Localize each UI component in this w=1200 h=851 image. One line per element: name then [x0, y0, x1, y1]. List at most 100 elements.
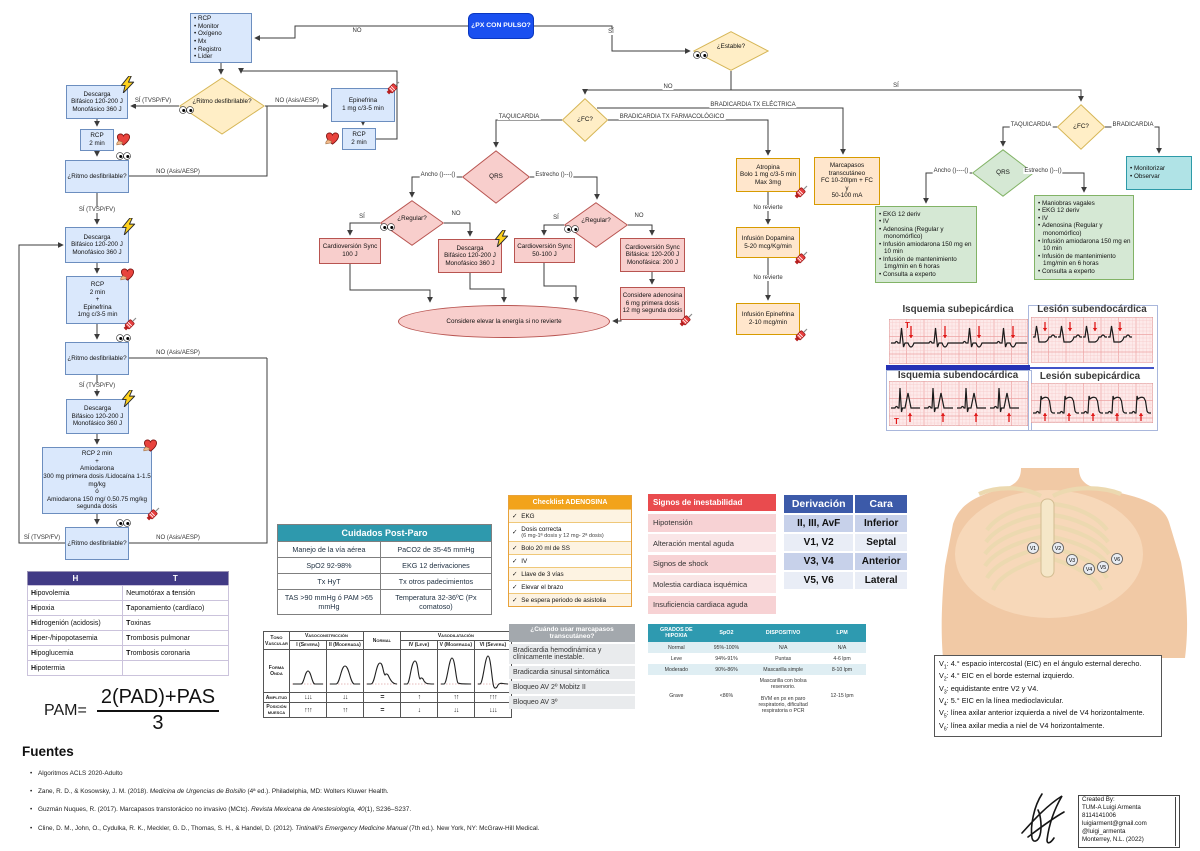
edge-label: SÍ: [358, 214, 366, 220]
waveform-cell: [473, 649, 512, 693]
eyes-icon: [564, 224, 628, 233]
syringe-icon: [122, 315, 139, 332]
cpr-icon: [119, 267, 136, 282]
edge-label: TAQUICARDIA: [497, 114, 541, 120]
edge-label: Estrecho ()--(): [1023, 168, 1063, 174]
svg-text:T: T: [894, 417, 899, 426]
check-icon: ✓: [512, 528, 518, 536]
ht-cell: [122, 660, 229, 676]
fuente-item: •Guzmán Nuques, R. (2017). Marcapasos tr…: [30, 806, 412, 813]
hipoxia-cell: 4-6 lpm: [833, 655, 851, 662]
ekg-strip-t_tall: T: [889, 381, 1028, 426]
credit-line: 8114141006: [1082, 812, 1116, 820]
checklist-item: ✓Elevar el brazo: [509, 580, 631, 593]
hipoxia-cell: 95%-100%: [704, 642, 749, 653]
ht-header: T: [122, 571, 229, 586]
ht-cell: Taponamiento (cardíaco): [122, 600, 229, 616]
waveform-cell: [399, 649, 438, 693]
flow-node-ritmo-desfibrilable-3: ¿Ritmo desfibrilable?: [65, 334, 131, 375]
derivacion-cell: V1, V2: [784, 534, 854, 551]
hipoxia-cell: Mascarilla simple: [748, 664, 819, 675]
check-icon: ✓: [512, 512, 518, 520]
inestabilidad-item: Hipotensión: [648, 513, 776, 532]
flow-node-rcp-list: • RCP• Monitor• Oxígeno• Mx• Registro• L…: [190, 13, 252, 63]
flow-node-regular-2: ¿Regular?: [564, 202, 628, 248]
hipoxia-header: DISPOSITIVO: [748, 624, 819, 642]
checklist-item: ✓Bolo 20 ml de SS: [509, 541, 631, 554]
flow-node-label: ¿Ritmo desfibrilable?: [179, 98, 265, 114]
eyes-icon: [116, 519, 131, 527]
flow-node-regular-1: ¿Regular?: [380, 200, 444, 246]
cpr-icon: [115, 132, 132, 147]
ht-cell: Neumotórax a tensión: [122, 585, 229, 601]
edge-label: Ancho ()----(): [419, 172, 457, 178]
derivacion-cell: V5, V6: [784, 572, 854, 589]
svg-text:V2: V2: [1055, 546, 1061, 552]
waveform-cell: [436, 649, 475, 693]
flow-node-ritmo-desfibrilable-2: ¿Ritmo desfibrilable?: [65, 152, 131, 193]
edge-label: NO: [351, 28, 363, 34]
edge-label: SÍ: [892, 83, 900, 89]
edge-label: NO (Asis/AESP): [274, 98, 320, 104]
edge-label: NO (Asis/AESP): [155, 350, 201, 356]
adenosina-checklist: Checklist ADENOSINA✓EKG✓Dosis correcta(6…: [508, 495, 632, 607]
checklist-item: ✓Se espera periodo de asistolia: [509, 593, 631, 606]
pam-label: PAM=: [44, 701, 87, 719]
eyes-icon: [116, 334, 131, 342]
edge-label: BRADICARDIA: [1111, 122, 1155, 128]
derivacion-header: Derivación: [784, 495, 854, 513]
hipoxia-cell: 12-15 lpm: [830, 692, 854, 699]
lead-info-line: V1: 4.° espacio intercostal (EIC) en el …: [939, 659, 1142, 671]
credit-line: TUM-A Luigi Armenta: [1082, 804, 1141, 812]
flow-node-taquicardia-estrecho-tx: • Maniobras vagales• EKG 12 deriv• IV• A…: [1034, 195, 1134, 280]
waveform-cell: [325, 649, 364, 693]
edge-label: NO: [633, 213, 645, 219]
inestabilidad-item: Molestia cardiaca isquémica: [648, 575, 776, 593]
check-icon: ✓: [512, 557, 518, 565]
flow-node-qrs-2: QRS: [972, 149, 1034, 197]
svg-text:V4: V4: [1086, 567, 1092, 573]
svg-text:V1: V1: [1030, 546, 1036, 552]
flow-node-label: • EKG 12 deriv• IV• Adenosina (Regular y…: [879, 210, 972, 278]
check-icon: ✓: [512, 596, 518, 604]
ht-cell: Trombosis coronaria: [122, 645, 229, 661]
cpr-icon: [142, 438, 159, 453]
edge-label: BRADICARDIA TX ELÉCTRICA: [709, 102, 797, 108]
checklist-item: ✓Dosis correcta(6 mg-1ª dosis y 12 mg- 2…: [509, 522, 631, 541]
eyes-icon: [380, 222, 444, 231]
svg-text:V3: V3: [1069, 558, 1075, 564]
checklist-item: ✓Llave de 3 vías: [509, 567, 631, 580]
hipoxia-cell: Mascarilla con bolsa reservorio.BVM en p…: [758, 677, 808, 714]
flow-node-label: ¿Ritmo desfibrilable?: [67, 539, 127, 547]
hipoxia-cell: N/A: [748, 642, 819, 653]
flow-node-label: • Maniobras vagales• EKG 12 deriv• IV• A…: [1038, 199, 1131, 275]
flow-node-label: QRS: [489, 173, 503, 181]
ekg-panel-title: Lesión subendocárdica: [1037, 304, 1147, 315]
